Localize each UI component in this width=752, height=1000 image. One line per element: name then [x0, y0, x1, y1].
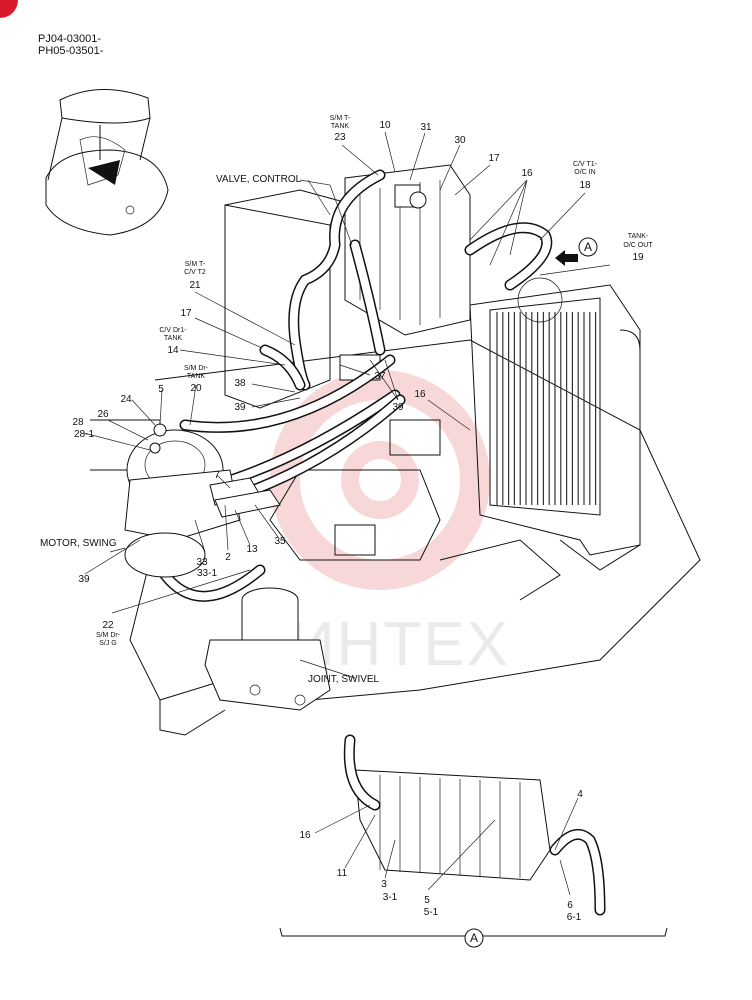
callout: 23	[334, 132, 346, 143]
callout: 4	[577, 789, 583, 800]
note-22-line1: S/M Dr-	[96, 632, 121, 639]
callout: 39	[234, 402, 246, 413]
callout: 24	[120, 394, 132, 405]
oil-cooler	[469, 277, 641, 571]
label-joint-swivel: JOINT, SWIVEL	[308, 674, 380, 685]
callout: 13	[246, 544, 258, 555]
detail-view-a	[279, 734, 668, 937]
label-motor-swing: MOTOR, SWING	[40, 538, 117, 549]
callout: 31	[420, 122, 432, 133]
swing-motor	[124, 423, 281, 578]
callout: 21	[189, 280, 201, 291]
callout: 3	[381, 879, 387, 890]
note-20-line2: TANK	[187, 373, 205, 380]
callout: 6-1	[567, 912, 582, 923]
note-23-line2: TANK	[331, 123, 349, 130]
note-21-line2: C/V T2	[184, 269, 206, 276]
note-18-line1: C/V T1-	[573, 161, 598, 168]
callout: 16	[521, 168, 533, 179]
view-a-marker: A	[464, 928, 484, 948]
watermark-text: ИНТЕХ	[290, 610, 510, 679]
callout: 35	[274, 536, 286, 547]
leader-lines	[83, 131, 611, 896]
callout: 28-1	[74, 429, 94, 440]
note-19-line1: TANK-	[628, 233, 649, 240]
label-valve-control: VALVE, CONTROL	[216, 174, 302, 185]
serial-2: PH05-03501-	[38, 45, 104, 57]
watermark: ИНТЕХ	[270, 370, 510, 679]
callout: 17	[180, 308, 192, 319]
callout: 17	[488, 153, 500, 164]
note-14-line2: TANK	[164, 335, 182, 342]
callout: 26	[97, 409, 109, 420]
arrow-marker-label: A	[584, 240, 592, 254]
callout: 2	[225, 552, 231, 563]
excavator-thumbnail-icon	[45, 89, 169, 236]
callout: 38	[234, 378, 246, 389]
callout: 16	[414, 389, 426, 400]
corner-tab-icon	[0, 0, 18, 18]
callout: 20	[190, 383, 202, 394]
note-21-line1: S/M T-	[185, 261, 206, 268]
callout: 39	[392, 402, 404, 413]
callout: 5-1	[424, 907, 439, 918]
callout: 16	[299, 830, 311, 841]
note-23-line1: S/M T-	[330, 115, 351, 122]
callout: 7	[214, 470, 220, 481]
serial-1: PJ04-03001-	[38, 33, 101, 45]
callout: 6	[567, 900, 573, 911]
callout: 22	[102, 620, 114, 631]
swivel-joint	[204, 587, 331, 711]
callout: 37	[374, 371, 386, 382]
callout: 3-1	[383, 892, 398, 903]
note-14-line1: C/V Dr1-	[159, 327, 187, 334]
callout: 11	[337, 868, 348, 879]
callout: 28	[72, 417, 84, 428]
callout: 33	[196, 557, 208, 568]
note-18-line2: O/C IN	[574, 169, 595, 176]
callout: 14	[167, 345, 179, 356]
note-22-line2: S/J G	[99, 640, 117, 647]
callout: 10	[379, 120, 391, 131]
note-19-line2: O/C OUT	[623, 242, 653, 249]
callout: 39	[78, 574, 90, 585]
callout: 19	[632, 252, 644, 263]
callout: 5	[424, 895, 430, 906]
callout: 18	[579, 180, 591, 191]
callout: 5	[158, 384, 164, 395]
view-marker-label: A	[470, 931, 478, 945]
callout: 33-1	[197, 568, 217, 579]
callout: 30	[454, 135, 466, 146]
direction-arrow-icon: A	[555, 237, 598, 266]
note-20-line1: S/M Dr-	[184, 365, 209, 372]
